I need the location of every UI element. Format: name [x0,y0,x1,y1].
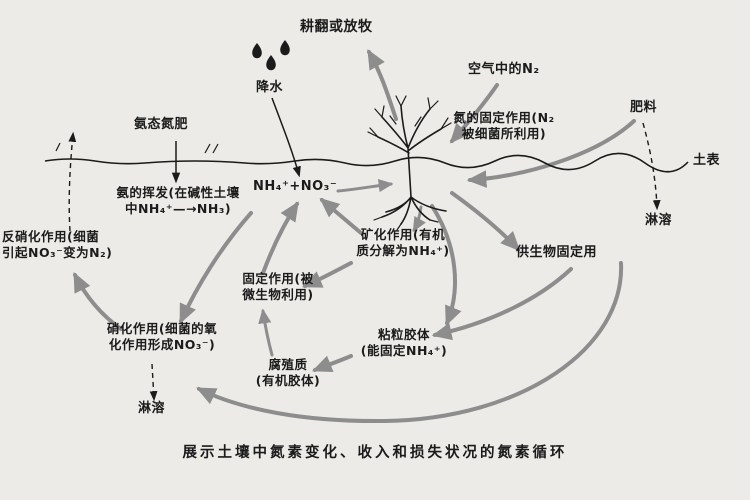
arrow-air-n2-to-plant [449,83,499,144]
arrow-immobilization-to-nh4no3 [261,201,299,275]
label-mineralization: 矿化作用(有机 质分解为NH₄⁺) [356,227,450,259]
label-leaching-right: 淋溶 [645,213,673,228]
label-denitrification: 反硝化作用(细菌 引起NO₃⁻变为N₂) [2,229,113,261]
plant-illustration [367,95,452,231]
arrow-nh4no3-to-nitrification [179,211,253,325]
arrow-roots-to-mineralization [412,205,426,233]
soil-surface-ticks [55,142,219,154]
arrow-rain-to-nh4no3 [271,97,301,178]
arrow-denitrification-gas-up [68,131,77,232]
label-immobilization: 固定作用(被 微生物利用) [242,271,314,303]
label-clay-colloid: 粘粒胶体 (能固定NH₄⁺) [360,327,448,359]
dashed-loss-arrows [68,122,661,402]
label-leaching-bottom: 淋溶 [138,401,166,416]
arrow-fertilizer-to-soil [466,119,636,188]
label-nh4-no3: NH₄⁺+NO₃⁻ [253,179,338,194]
arrow-outer-loop [196,261,624,424]
label-tilling-grazing: 耕翻或放牧 [300,19,373,35]
label-nitrification: 硝化作用(细菌的氧 化作用形成NO₃⁻) [106,321,218,353]
raindrops-icon [252,40,290,71]
arrow-clay-to-humus [311,354,353,373]
arrow-roots-to-clay-colloid [430,204,462,327]
arrow-humus-to-immobilization [258,308,274,357]
label-bio-fixation: 供生物固定用 [516,245,598,260]
arrow-biofixation-to-clay [431,267,573,341]
label-ammonia-fertilizer: 氨态氮肥 [134,117,189,132]
diagram-caption: 展示土壤中氮素变化、收入和损失状况的氮素循环 [182,445,568,461]
label-fertilizer: 肥料 [630,100,658,115]
label-nitrogen-fixation: 氮的固定作用(N₂ 被细菌所利用) [453,110,555,142]
plant-roots [381,196,447,225]
soil-surface-line [44,152,689,173]
thin-arrows [171,97,301,184]
arrow-nitrification-to-denitrification [73,272,123,331]
label-soil-surface: 土表 [693,153,721,168]
arrow-mineralization-to-immobilization [301,261,353,288]
label-precipitation: 降水 [256,80,284,95]
arrow-roots-to-biofixation [450,191,521,252]
label-air-n2: 空气中的N₂ [468,62,540,77]
cycle-arrows [73,49,636,424]
arrow-plant-to-tilling [367,49,398,121]
arrow-nitrate-to-leaching [149,363,158,402]
label-ammonia-volatilization: 氨的挥发(在碱性土壤 中NH₄⁺—→NH₃) [116,185,240,217]
arrow-nh4no3-to-roots [336,178,394,193]
label-humus: 腐殖质 (有机胶体) [255,357,321,389]
arrow-mineralization-to-nh4no3 [319,197,363,235]
